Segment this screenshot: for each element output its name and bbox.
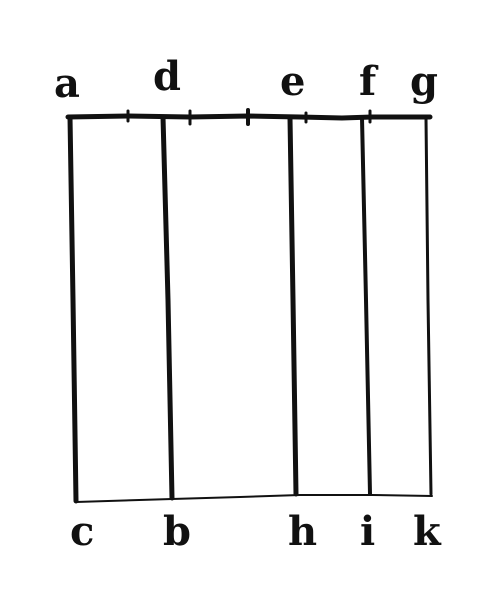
point-label-f: f xyxy=(359,58,379,105)
point-label-k: k xyxy=(413,508,442,555)
point-label-d: d xyxy=(153,53,181,100)
vertical-line-db xyxy=(160,114,175,501)
point-label-c: c xyxy=(70,508,94,555)
bottom-line-ck xyxy=(75,494,433,503)
vertical-line-fi xyxy=(360,116,372,496)
vertical-line-ac xyxy=(67,114,79,504)
top-line-ag xyxy=(65,113,433,121)
point-label-i: i xyxy=(360,508,375,555)
point-label-e: e xyxy=(280,58,305,105)
point-label-g: g xyxy=(410,58,438,105)
point-label-b: b xyxy=(163,508,191,555)
vertical-line-eh xyxy=(287,115,299,497)
point-label-a: a xyxy=(54,60,80,107)
point-label-h: h xyxy=(288,508,317,555)
vertical-line-gk xyxy=(424,116,433,496)
